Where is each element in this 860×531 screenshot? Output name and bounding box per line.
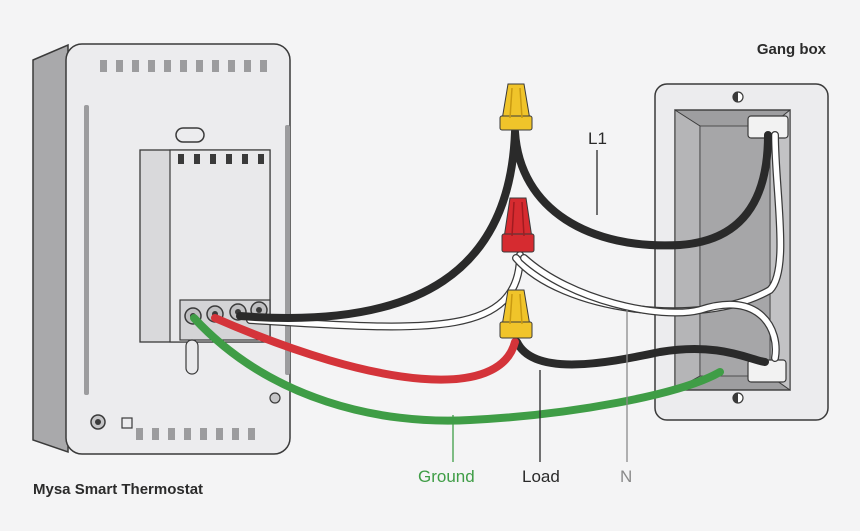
leader-lines xyxy=(452,150,628,462)
load-label: Load xyxy=(522,467,560,486)
wire-nut-icon xyxy=(499,83,533,131)
l1-label: L1 xyxy=(588,129,607,148)
top-vents xyxy=(100,60,267,72)
gang-box xyxy=(654,83,829,421)
bottom-vents xyxy=(136,428,255,440)
thermostat-label: Mysa Smart Thermostat xyxy=(33,481,203,498)
neutral-wires xyxy=(246,131,785,362)
reset-button-icon xyxy=(121,417,133,429)
load-wire xyxy=(513,338,769,369)
mysa-thermostat xyxy=(32,43,291,455)
screw-icon xyxy=(269,392,281,404)
neutral-label: N xyxy=(620,467,632,486)
ground-label: Ground xyxy=(418,467,475,486)
line-wires xyxy=(236,128,772,322)
red-wire xyxy=(211,314,519,384)
mounting-slot xyxy=(175,127,205,143)
wire-nut-icon xyxy=(501,197,535,253)
ground-wire xyxy=(190,314,724,425)
wires xyxy=(190,128,785,425)
gang-box-label: Gang box xyxy=(757,41,827,58)
wire-nut-icon xyxy=(499,289,533,339)
